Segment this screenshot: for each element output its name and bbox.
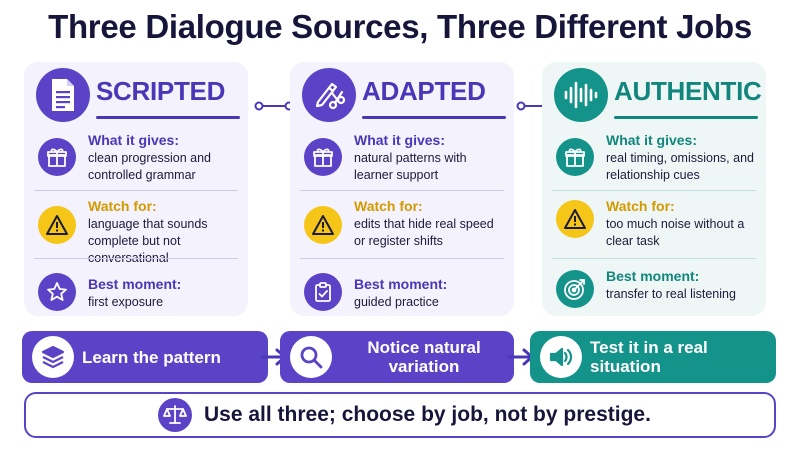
pencil-scissors-icon — [302, 68, 356, 122]
warning-icon — [556, 200, 594, 238]
row-label: Best moment: — [354, 276, 448, 292]
row-text: edits that hide real speed or register s… — [354, 217, 494, 248]
step-learn: Learn the pattern — [22, 331, 268, 383]
card-title: AUTHENTIC — [614, 76, 762, 106]
footer-banner: Use all three; choose by job, not by pre… — [24, 392, 776, 438]
row-label: Watch for: — [354, 198, 423, 214]
clipboard-check-icon — [304, 273, 342, 311]
row-divider — [552, 190, 756, 191]
card-header: SCRIPTED — [24, 62, 248, 126]
card-authentic: AUTHENTIC What it gives: real timing, om… — [542, 62, 766, 316]
row-label: Watch for: — [606, 198, 675, 214]
warning-icon — [38, 206, 76, 244]
row-label: What it gives: — [606, 132, 698, 148]
step-text: Learn the pattern — [82, 347, 221, 367]
row-divider — [34, 190, 238, 191]
row-label: Best moment: — [88, 276, 182, 292]
page-title: Three Dialogue Sources, Three Different … — [48, 8, 752, 45]
speaker-icon — [540, 336, 582, 378]
card-header: AUTHENTIC — [542, 62, 766, 126]
target-icon — [556, 270, 594, 308]
connector-line — [254, 101, 294, 111]
row-label: Best moment: — [606, 268, 700, 284]
card-underline — [96, 116, 240, 119]
card-scripted: SCRIPTED What it gives: clean progressio… — [24, 62, 248, 316]
footer-text: Use all three; choose by job, not by pre… — [204, 403, 651, 426]
step-test: Test it in a real situation — [530, 331, 776, 383]
row-text: first exposure — [88, 295, 164, 309]
card-underline — [362, 116, 506, 119]
card-header: ADAPTED — [290, 62, 514, 126]
row-divider — [552, 258, 756, 259]
row-divider — [34, 258, 238, 259]
row-text: clean progression and controlled grammar — [88, 151, 211, 182]
row-label: What it gives: — [88, 132, 180, 148]
step-text: Notice natural variation — [367, 338, 481, 376]
gift-icon — [304, 138, 342, 176]
star-icon — [38, 273, 76, 311]
row-divider — [300, 190, 504, 191]
row-label: What it gives: — [354, 132, 446, 148]
row-text: natural patterns with learner support — [354, 151, 467, 182]
layers-icon — [32, 336, 74, 378]
card-title: ADAPTED — [362, 76, 486, 106]
card-underline — [614, 116, 758, 119]
row-text: language that sounds complete but not co… — [88, 217, 208, 265]
card-title: SCRIPTED — [96, 76, 226, 106]
row-divider — [300, 258, 504, 259]
row-label: Watch for: — [88, 198, 157, 214]
row-text: guided practice — [354, 295, 439, 309]
sound-wave-icon — [554, 68, 608, 122]
gift-icon — [556, 138, 594, 176]
row-text: too much noise without a clear task — [606, 217, 745, 248]
step-text: Test it in a real situation — [590, 338, 708, 376]
warning-icon — [304, 206, 342, 244]
gift-icon — [38, 138, 76, 176]
document-icon — [36, 68, 90, 122]
scales-icon — [158, 398, 192, 432]
row-text: real timing, omissions, and relationship… — [606, 151, 754, 182]
step-notice: Notice natural variation — [280, 331, 514, 383]
magnifier-icon — [290, 336, 332, 378]
card-adapted: ADAPTED What it gives: natural patterns … — [290, 62, 514, 316]
row-text: transfer to real listening — [606, 287, 736, 301]
